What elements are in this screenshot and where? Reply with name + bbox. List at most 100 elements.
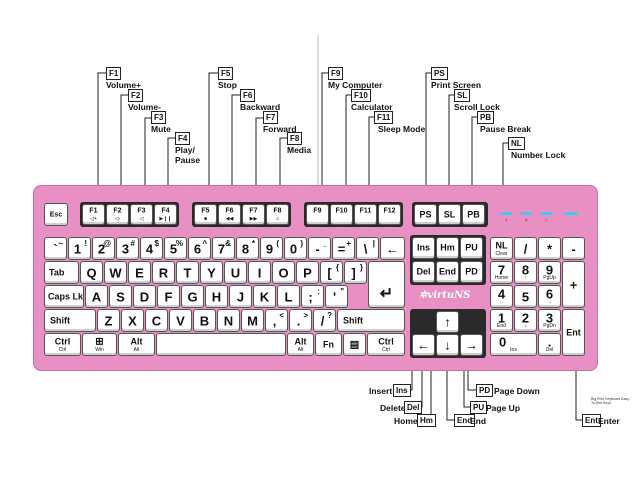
key-f2[interactable]: F2◁- (106, 204, 129, 225)
key-pause-break[interactable]: PB (462, 204, 485, 225)
key-j[interactable]: J (229, 285, 252, 308)
key-d[interactable]: D (133, 285, 156, 308)
key-space[interactable] (156, 333, 286, 356)
key-num-6[interactable]: 6→ (538, 285, 561, 308)
key-right-shift[interactable]: Shift (337, 309, 405, 332)
key-esc[interactable]: Esc (44, 203, 68, 226)
key-u[interactable]: U (224, 261, 247, 284)
key-p[interactable]: P (296, 261, 319, 284)
key-f[interactable]: F (157, 285, 180, 308)
key-num-star[interactable]: * (538, 237, 561, 260)
key-f3[interactable]: F3◁ (130, 204, 153, 225)
key-s[interactable]: S (109, 285, 132, 308)
key-num-8[interactable]: 8↑ (514, 261, 537, 284)
key-fn[interactable]: Fn (315, 333, 342, 356)
key-m[interactable]: M (241, 309, 264, 332)
key-f7[interactable]: F7▶▶ (242, 204, 265, 225)
key-windows[interactable]: ⊞Win (82, 333, 117, 356)
key-right-bracket[interactable]: ]} (344, 261, 367, 284)
key-b[interactable]: B (193, 309, 216, 332)
key-num-4[interactable]: 4← (490, 285, 513, 308)
key-k[interactable]: K (253, 285, 276, 308)
key-1[interactable]: 1! (68, 237, 91, 260)
key-left-bracket[interactable]: [{ (320, 261, 343, 284)
key-z[interactable]: Z (97, 309, 120, 332)
key-menu[interactable]: ▤ (343, 333, 366, 356)
key-4[interactable]: 4$ (140, 237, 163, 260)
key-i[interactable]: I (248, 261, 271, 284)
key-f9[interactable]: F9 (306, 204, 329, 225)
key-v[interactable]: V (169, 309, 192, 332)
key-f5[interactable]: F5■ (194, 204, 217, 225)
key-semicolon[interactable]: ;: (301, 285, 324, 308)
key-6[interactable]: 6^ (188, 237, 211, 260)
key-g[interactable]: G (181, 285, 204, 308)
key-arrow-right[interactable]: → (460, 334, 483, 356)
key-num-dot[interactable]: .Del (538, 333, 561, 356)
key-home[interactable]: Hm (436, 237, 459, 259)
key-page-up[interactable]: PU (460, 237, 483, 259)
key-period[interactable]: .> (289, 309, 312, 332)
key-slash[interactable]: /? (313, 309, 336, 332)
key-left-shift[interactable]: Shift (44, 309, 96, 332)
key-5[interactable]: 5% (164, 237, 187, 260)
key-q[interactable]: Q (80, 261, 103, 284)
key-0[interactable]: 0) (284, 237, 307, 260)
key-a[interactable]: A (85, 285, 108, 308)
key-3[interactable]: 3# (116, 237, 139, 260)
key-h[interactable]: H (205, 285, 228, 308)
key-backspace[interactable]: ← (380, 237, 405, 260)
key-num-2[interactable]: 2↓ (514, 309, 537, 332)
key-f11[interactable]: F11 (354, 204, 377, 225)
key-r[interactable]: R (152, 261, 175, 284)
key-num-5[interactable]: 5 (514, 285, 537, 308)
key-comma[interactable]: ,< (265, 309, 288, 332)
key-arrow-left[interactable]: ← (412, 334, 435, 356)
key-x[interactable]: X (121, 309, 144, 332)
key-tilde[interactable]: ~` (44, 237, 67, 260)
key-insert[interactable]: Ins (412, 237, 435, 259)
key-o[interactable]: O (272, 261, 295, 284)
key-minus[interactable]: -_ (308, 237, 331, 260)
key-9[interactable]: 9( (260, 237, 283, 260)
key-enter[interactable]: ↵ (368, 261, 405, 308)
key-tab[interactable]: Tab (44, 261, 79, 284)
key-arrow-up[interactable]: ↑ (436, 311, 459, 333)
key-f4[interactable]: F4▶❙❙ (154, 204, 177, 225)
key-t[interactable]: T (176, 261, 199, 284)
key-y[interactable]: Y (200, 261, 223, 284)
key-f1[interactable]: F1◁+ (82, 204, 105, 225)
key-quote[interactable]: '" (325, 285, 348, 308)
key-f10[interactable]: F10 (330, 204, 353, 225)
key-8[interactable]: 8* (236, 237, 259, 260)
key-2[interactable]: 2@ (92, 237, 115, 260)
key-f6[interactable]: F6◀◀ (218, 204, 241, 225)
key-page-down[interactable]: PD (460, 261, 483, 283)
key-7[interactable]: 7& (212, 237, 235, 260)
key-equal[interactable]: =+ (332, 237, 355, 260)
key-e[interactable]: E (128, 261, 151, 284)
key-caps-lock[interactable]: Caps Lk (44, 285, 84, 308)
key-delete[interactable]: Del (412, 261, 435, 283)
key-print-screen[interactable]: PS (414, 204, 437, 225)
key-num-minus[interactable]: - (562, 237, 585, 260)
key-num-enter[interactable]: Ent (562, 309, 585, 356)
key-backslash[interactable]: \| (356, 237, 379, 260)
key-scroll-lock[interactable]: SL (438, 204, 461, 225)
key-f8[interactable]: F8♫ (266, 204, 289, 225)
key-end[interactable]: End (436, 261, 459, 283)
key-arrow-down[interactable]: ↓ (436, 334, 459, 356)
key-c[interactable]: C (145, 309, 168, 332)
key-w[interactable]: W (104, 261, 127, 284)
key-f12[interactable]: F12 (378, 204, 401, 225)
